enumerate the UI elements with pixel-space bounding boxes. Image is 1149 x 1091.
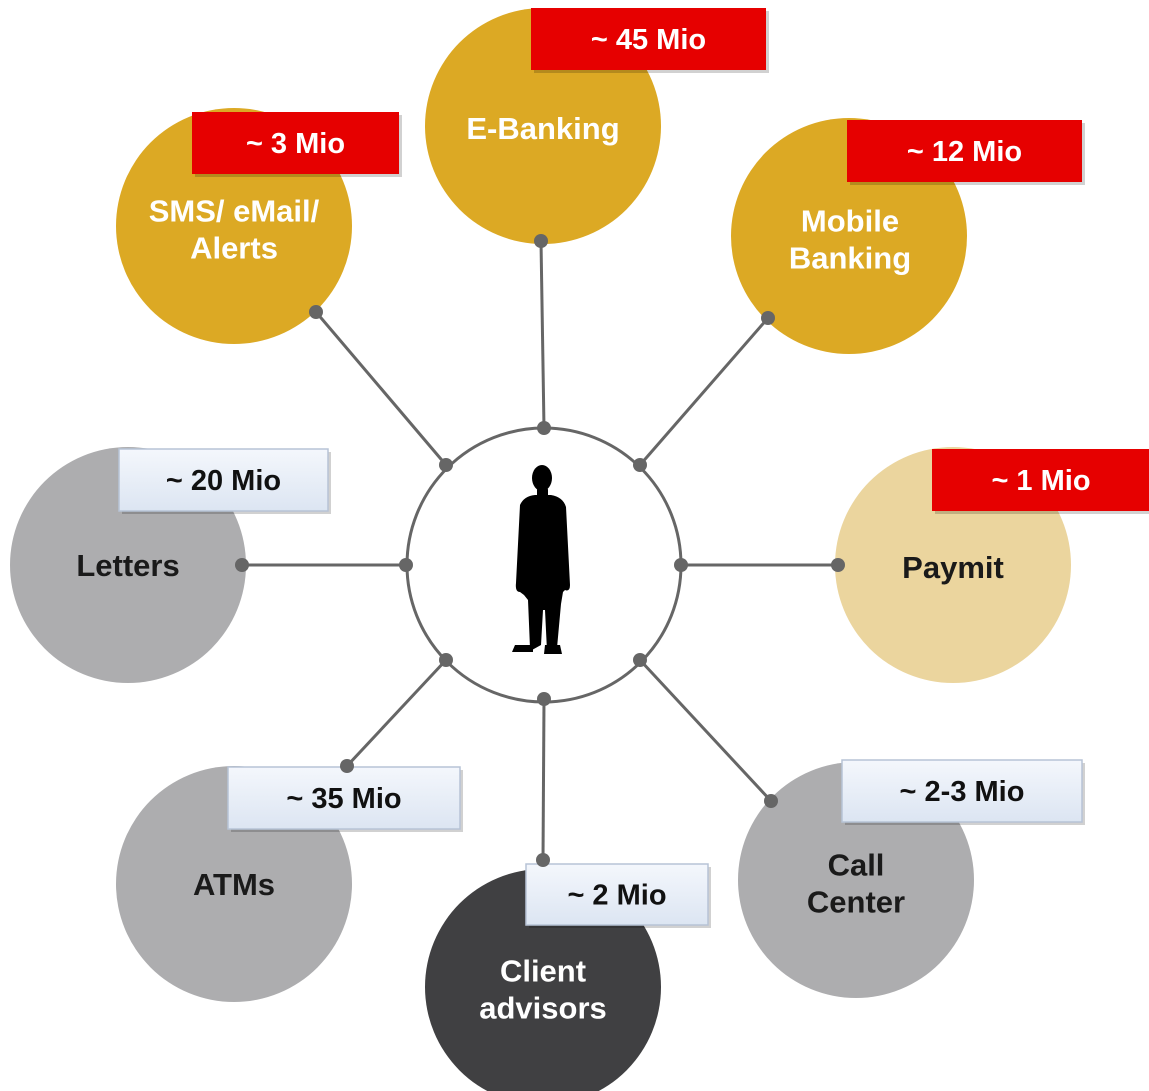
badge-value: ~ 3 Mio	[246, 128, 345, 160]
connector-dot-hub-paymit	[674, 558, 688, 572]
connector-dot-hub-mobile-banking	[633, 458, 647, 472]
badge-paymit: ~ 1 Mio	[932, 449, 1149, 514]
connector-dot-outer-mobile-banking	[761, 311, 775, 325]
connector-dot-outer-letters	[235, 558, 249, 572]
channel-node-paymit: Paymit ~ 1 Mio	[835, 447, 1149, 683]
channel-label-line: Banking	[789, 241, 911, 276]
channel-label-ebanking: E-Banking	[466, 111, 619, 146]
connector-dot-hub-letters	[399, 558, 413, 572]
connector-line-sms-email-alerts	[314, 311, 448, 466]
badge-mobile-banking: ~ 12 Mio	[847, 120, 1085, 185]
connectors	[242, 240, 838, 861]
connector-dot-outer-atms	[340, 759, 354, 773]
connector-dot-outer-client-advisors	[536, 853, 550, 867]
connector-dot-outer-call-center	[764, 794, 778, 808]
channel-label-line: Call	[828, 848, 885, 883]
channel-label-atms: ATMs	[193, 867, 275, 902]
channel-node-atms: ATMs ~ 35 Mio	[116, 766, 463, 1002]
person-silhouette-icon	[512, 465, 570, 654]
badge-sms-email-alerts: ~ 3 Mio	[192, 112, 402, 177]
channel-node-sms-email-alerts: SMS/ eMail/Alerts ~ 3 Mio	[116, 108, 402, 344]
channel-node-ebanking: E-Banking ~ 45 Mio	[425, 8, 769, 244]
badge-atms: ~ 35 Mio	[227, 766, 463, 832]
badge-box	[192, 112, 399, 174]
connector-dot-hub-client-advisors	[537, 692, 551, 706]
badge-value: ~ 12 Mio	[907, 136, 1022, 168]
channel-node-letters: Letters ~ 20 Mio	[10, 447, 331, 683]
connector-dot-hub-sms-email-alerts	[439, 458, 453, 472]
badge-client-advisors: ~ 2 Mio	[525, 863, 711, 928]
connector-line-call-center	[638, 658, 773, 803]
channel-label-line: Letters	[76, 548, 179, 583]
channel-label-line: Center	[807, 885, 905, 920]
channel-label-sms-email-alerts: SMS/ eMail/Alerts	[149, 194, 320, 266]
channel-label-line: Client	[500, 954, 586, 989]
channel-label-paymit: Paymit	[902, 550, 1004, 585]
connector-dot-hub-ebanking	[537, 421, 551, 435]
badge-box	[525, 863, 709, 926]
badge-box	[841, 759, 1083, 823]
connector-line-ebanking	[539, 240, 546, 429]
connector-line-mobile-banking	[638, 317, 770, 466]
connector-line-atms	[345, 658, 448, 768]
badge-box	[932, 449, 1149, 511]
channel-label-line: SMS/ eMail/	[149, 194, 320, 229]
channel-label-line: advisors	[479, 991, 607, 1026]
badge-value: ~ 20 Mio	[166, 465, 281, 497]
channel-label-letters: Letters	[76, 548, 179, 583]
badge-ebanking: ~ 45 Mio	[531, 8, 769, 73]
badge-value: ~ 35 Mio	[286, 783, 401, 815]
connector-dot-hub-call-center	[633, 653, 647, 667]
channel-label-line: Mobile	[801, 204, 899, 239]
badge-box	[531, 8, 766, 70]
channel-label-line: ATMs	[193, 867, 275, 902]
badge-value: ~ 45 Mio	[591, 24, 706, 56]
badge-call-center: ~ 2-3 Mio	[841, 759, 1085, 825]
badge-value: ~ 2-3 Mio	[900, 776, 1025, 808]
channel-label-line: Alerts	[190, 231, 278, 266]
badge-value: ~ 1 Mio	[991, 465, 1090, 497]
connector-dot-outer-paymit	[831, 558, 845, 572]
badge-box	[847, 120, 1082, 182]
connector-dot-outer-ebanking	[534, 234, 548, 248]
connector-line-client-advisors	[541, 698, 546, 861]
badge-letters: ~ 20 Mio	[118, 448, 331, 514]
connector-dot-outer-sms-email-alerts	[309, 305, 323, 319]
connector-dots	[235, 234, 845, 867]
badge-box	[118, 448, 329, 512]
channel-label-line: Paymit	[902, 550, 1004, 585]
channel-label-line: E-Banking	[466, 111, 619, 146]
connector-dot-hub-atms	[439, 653, 453, 667]
badge-value: ~ 2 Mio	[567, 880, 666, 912]
